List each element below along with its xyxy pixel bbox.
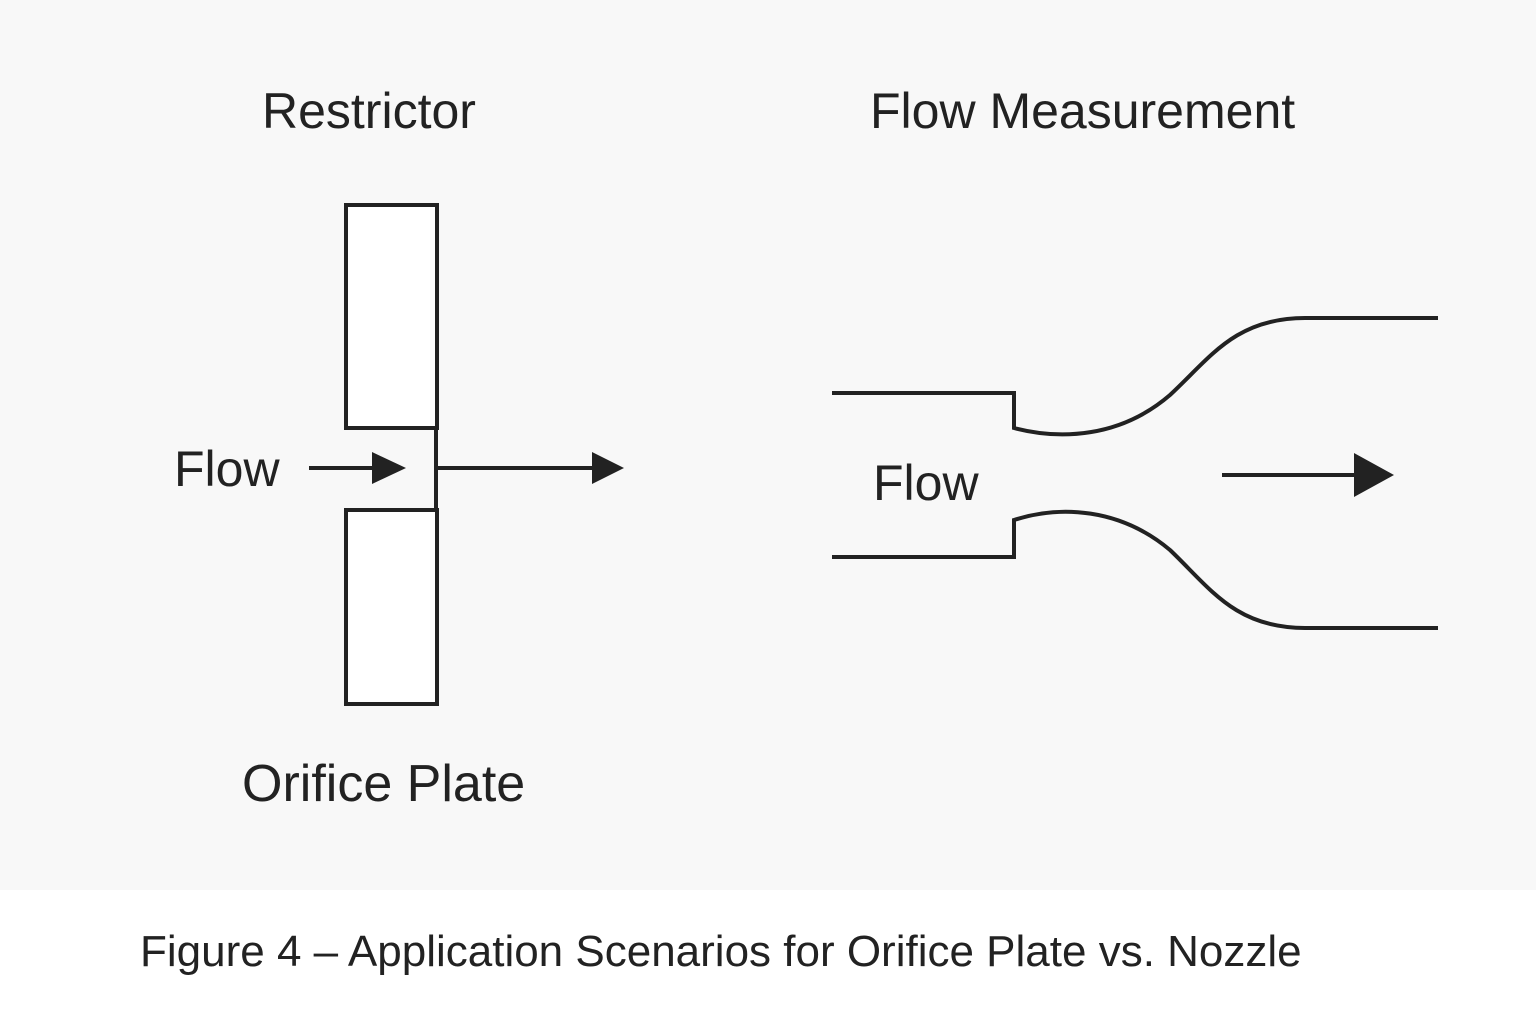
- orifice-flow-label: Flow: [174, 441, 280, 497]
- nozzle: [832, 316, 1438, 630]
- diagram-background: [0, 0, 1536, 890]
- nozzle-upper-wall: [832, 316, 1438, 437]
- outlet-arrowhead-icon: [592, 452, 624, 484]
- restrictor-title: Restrictor: [262, 83, 476, 139]
- inlet-arrowhead-icon: [372, 452, 406, 484]
- inlet-flow-arrow: [309, 452, 406, 484]
- orifice-plate-upper-block: [344, 203, 439, 430]
- figure-caption: Figure 4 – Application Scenarios for Ori…: [140, 927, 1302, 976]
- nozzle-arrowhead-icon: [1354, 453, 1394, 497]
- nozzle-lower-wall: [832, 509, 1438, 630]
- orifice-plate: [344, 203, 439, 706]
- outlet-flow-arrow: [438, 452, 624, 484]
- nozzle-flow-label: Flow: [873, 455, 979, 511]
- orifice-plate-lower-block: [344, 508, 439, 706]
- orifice-plate-label: Orifice Plate: [242, 755, 526, 813]
- nozzle-flow-arrow: [1222, 453, 1394, 497]
- flow-measurement-title: Flow Measurement: [870, 83, 1296, 139]
